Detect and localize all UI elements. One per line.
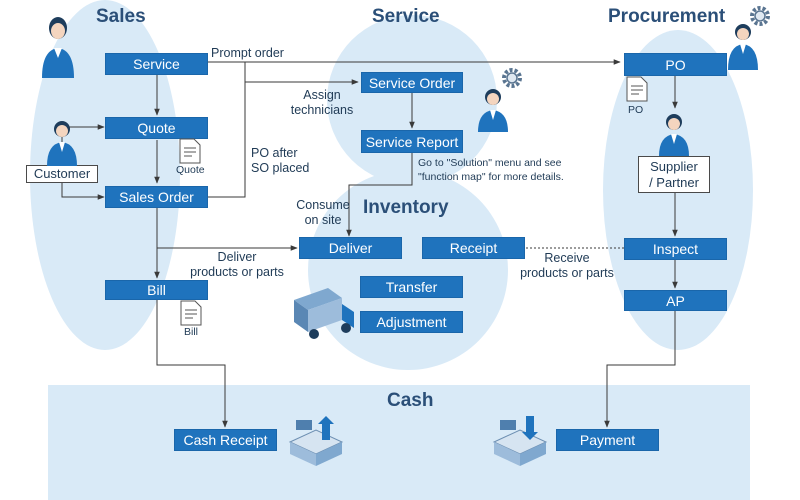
gear-icon — [502, 68, 522, 88]
po-doc-caption: PO — [628, 104, 644, 116]
consume-on-site-label: Consume on site — [288, 198, 358, 228]
arrow-consume-on-site — [346, 153, 413, 237]
cash-title: Cash — [387, 390, 434, 411]
arrow-ap-payment — [604, 311, 676, 428]
po-after-so-label: PO after SO placed — [251, 146, 309, 176]
po-after-line2: SO placed — [251, 161, 310, 175]
procurement-title: Procurement — [608, 6, 726, 27]
inventory-title: Inventory — [363, 197, 449, 218]
deliver-line2: products or parts — [190, 265, 284, 279]
sales-zone — [30, 0, 180, 350]
bill-doc-caption: Bill — [184, 326, 199, 338]
cash-out-icon — [492, 416, 548, 466]
po-box[interactable]: PO — [624, 53, 727, 76]
sales-order-box[interactable]: Sales Order — [105, 186, 208, 208]
cash-in-icon — [288, 416, 344, 466]
inspect-box[interactable]: Inspect — [624, 238, 727, 260]
supplier-label-line2: / Partner — [649, 174, 699, 190]
sales-title: Sales — [96, 6, 146, 27]
quote-box[interactable]: Quote — [105, 117, 208, 139]
deliver-line1: Deliver — [217, 250, 257, 264]
bill-box[interactable]: Bill — [105, 280, 208, 300]
arrow-bill-cashreceipt — [156, 300, 228, 428]
quote-doc-caption: Quote — [176, 164, 205, 176]
customer-box: Customer — [26, 165, 98, 183]
person-icon — [478, 89, 508, 132]
document-icon — [180, 300, 202, 326]
consume-line1: Consume — [296, 198, 350, 212]
service-order-box[interactable]: Service Order — [361, 72, 463, 93]
cash-receipt-box[interactable]: Cash Receipt — [174, 429, 277, 451]
document-icon — [179, 138, 201, 164]
person-icon — [42, 17, 74, 78]
document-icon — [626, 76, 648, 102]
service-box[interactable]: Service — [105, 53, 208, 75]
customer-label: Customer — [33, 166, 91, 181]
transfer-box[interactable]: Transfer — [360, 276, 463, 298]
arrow-customer-so — [61, 183, 105, 200]
note-line2: "function map" for more details. — [418, 171, 564, 183]
assign-line1: Assign — [303, 88, 341, 102]
consume-line2: on site — [304, 213, 342, 227]
assign-line2: technicians — [290, 103, 354, 117]
connectors — [61, 59, 678, 428]
receive-products-label: Receive products or parts — [512, 251, 622, 281]
po-after-line1: PO after — [251, 146, 298, 160]
ap-box[interactable]: AP — [624, 290, 727, 311]
service-title: Service — [372, 6, 440, 27]
note-line1: Go to "Solution" menu and see — [418, 157, 562, 169]
bus-so — [208, 62, 246, 198]
person-icon — [728, 24, 758, 70]
adjustment-box[interactable]: Adjustment — [360, 311, 463, 333]
deliver-products-label: Deliver products or parts — [182, 250, 292, 280]
receive-line1: Receive — [544, 251, 590, 265]
deliver-box[interactable]: Deliver — [299, 237, 402, 259]
payment-box[interactable]: Payment — [556, 429, 659, 451]
gear-icon — [750, 6, 770, 26]
truck-icon — [294, 288, 354, 339]
person-icon — [659, 114, 689, 156]
solution-note: Go to "Solution" menu and see "function … — [418, 156, 564, 184]
supplier-label-line1: Supplier — [650, 158, 698, 174]
service-report-box[interactable]: Service Report — [361, 130, 463, 153]
assign-technicians-label: Assign technicians — [282, 88, 362, 118]
person-icon — [47, 121, 77, 166]
prompt-order-label: Prompt order — [211, 46, 284, 60]
receive-line2: products or parts — [520, 266, 614, 280]
supplier-partner-box: Supplier / Partner — [638, 156, 710, 193]
receipt-box[interactable]: Receipt — [422, 237, 525, 259]
